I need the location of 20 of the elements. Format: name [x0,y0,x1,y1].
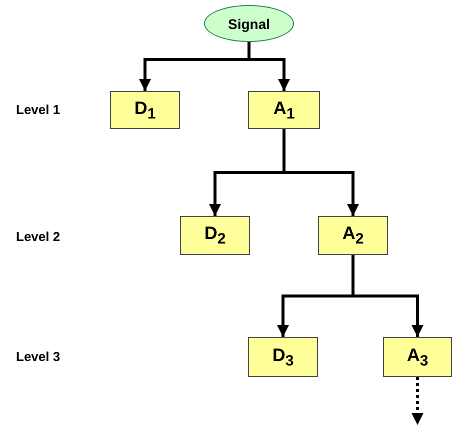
node-label: Signal [228,16,270,32]
node-label: A$_{3}$ [406,344,428,370]
arrow [248,42,290,91]
coefficient-box [110,91,180,129]
coefficient-box [318,216,388,255]
node-label: D$_{2}$ [204,223,226,248]
level-label: Level 3 [16,349,60,364]
level-label: Level 1 [16,102,60,117]
coefficient-box [180,216,250,255]
node-label: A$_{1}$ [273,98,295,122]
coefficient-box [383,337,452,377]
node-label: A$_{2}$ [342,223,364,248]
arrow [282,129,359,216]
coefficient-box [248,91,320,129]
arrow [352,255,424,337]
coefficient-box [248,337,318,377]
level-label: Level 2 [16,229,60,244]
node-label: D$_{3}$ [272,344,294,370]
node-label: D$_{1}$ [134,98,156,122]
arrow [412,377,424,425]
